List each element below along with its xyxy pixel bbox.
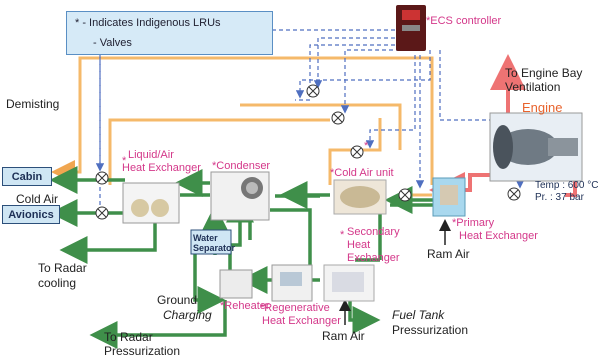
control-lines	[95, 29, 525, 210]
ecs-controller-label: *ECS controller	[426, 15, 502, 27]
engine-pressure: Pr. : 37 bar	[535, 192, 584, 203]
primary-hx-label-2: Heat Exchanger	[459, 230, 538, 242]
radar-cooling-label-1: To Radar	[38, 261, 87, 275]
engine-bay-label-2: Ventilation	[505, 80, 561, 94]
regenerative-hx-unit	[271, 264, 313, 302]
radar-pressurization-label-2: Pressurization	[104, 344, 181, 358]
ram-air-right-label: Ram Air	[427, 247, 470, 261]
radar-cooling-label-2: cooling	[38, 276, 77, 290]
engine-bay-label-1: To Engine Bay	[505, 66, 583, 80]
ecs-controller-unit	[396, 5, 426, 51]
legend-box: * - Indicates Indigenous LRUs - Valves	[66, 11, 273, 55]
fuel-tank-label-2: Pressurization	[392, 323, 469, 337]
primary-hx-unit	[432, 177, 466, 217]
secondary-label-1: Secondary	[347, 226, 400, 238]
water-separator-label-1: Water	[193, 233, 218, 243]
water-separator-label-2: Separator	[193, 243, 236, 253]
valve-5	[507, 187, 521, 201]
liquid-air-label-1: Liquid/Air	[128, 149, 174, 161]
valve-cabin	[95, 171, 109, 185]
ground-charging-label-2: Charging	[163, 308, 212, 322]
cold-air-lines	[49, 166, 435, 349]
ground-charging-label-1: Ground	[157, 293, 198, 307]
valve-3	[350, 145, 364, 159]
regenerative-label-1: *Regenerative	[260, 302, 330, 314]
engine-title: Engine	[522, 100, 563, 115]
legend-valves: - Valves	[93, 37, 132, 49]
ram-air-arrows	[339, 219, 451, 325]
cold-air-unit-label: *Cold Air unit	[330, 167, 394, 179]
secondary-hx-unit	[323, 264, 375, 302]
secondary-star: *	[340, 229, 345, 241]
valve-avionics	[95, 206, 109, 220]
legend-indigenous: * - Indicates Indigenous LRUs	[75, 17, 221, 29]
water-separator-unit	[190, 229, 232, 255]
condenser-unit	[210, 171, 270, 221]
cabin-box: Cabin	[2, 167, 52, 186]
primary-hx-label-1: *Primary	[452, 217, 495, 229]
regenerative-label-2: Heat Exchanger	[262, 315, 341, 327]
engine-picture	[489, 112, 583, 182]
cold-air-unit-picture	[333, 179, 387, 215]
reheater-label: *Reheater	[220, 300, 270, 312]
secondary-label-2: Heat	[347, 239, 371, 251]
liquid-air-label-2: Heat Exchanger	[122, 162, 201, 174]
secondary-label-3: Exchanger	[347, 252, 400, 264]
valve-demisting	[306, 84, 320, 98]
valve-2	[331, 111, 345, 125]
ram-air-bottom-label: Ram Air	[322, 329, 365, 343]
liquid-air-hx-unit	[122, 182, 180, 224]
demisting-label: Demisting	[6, 97, 60, 111]
valve-star-label: *	[364, 140, 369, 152]
avionics-box: Avionics	[2, 205, 60, 224]
engine-temp: Temp : 600 °C	[535, 180, 598, 191]
cold-air-label: Cold Air	[16, 192, 59, 206]
radar-pressurization-label-1: To Radar	[104, 330, 153, 344]
liquid-air-star: *	[122, 155, 127, 167]
condenser-label: *Condenser	[212, 160, 271, 172]
valve-4	[398, 188, 412, 202]
fuel-tank-label-1: Fuel Tank	[392, 308, 445, 322]
reheater-unit	[219, 269, 253, 299]
